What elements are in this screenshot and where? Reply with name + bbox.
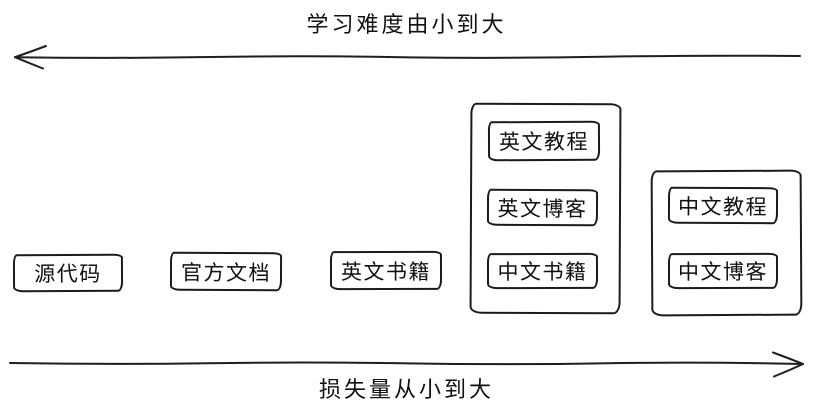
box-english-blogs: 英文博客: [486, 188, 599, 227]
right-arrow: [9, 351, 804, 378]
box-chinese-tutorials: 中文教程: [667, 186, 779, 225]
box-chinese-books: 中文书籍: [486, 252, 599, 290]
box-chinese-blogs: 中文博客: [667, 252, 779, 290]
box-official-docs: 官方文档: [169, 251, 283, 292]
box-source-code: 源代码: [12, 253, 124, 293]
top-axis-label: 学习难度由小到大: [306, 12, 507, 37]
box-english-books: 英文书籍: [329, 250, 443, 291]
box-english-tutorials: 英文教程: [487, 120, 601, 162]
left-arrow: [14, 45, 801, 70]
bottom-axis-label: 损失量从小到大: [318, 377, 494, 402]
